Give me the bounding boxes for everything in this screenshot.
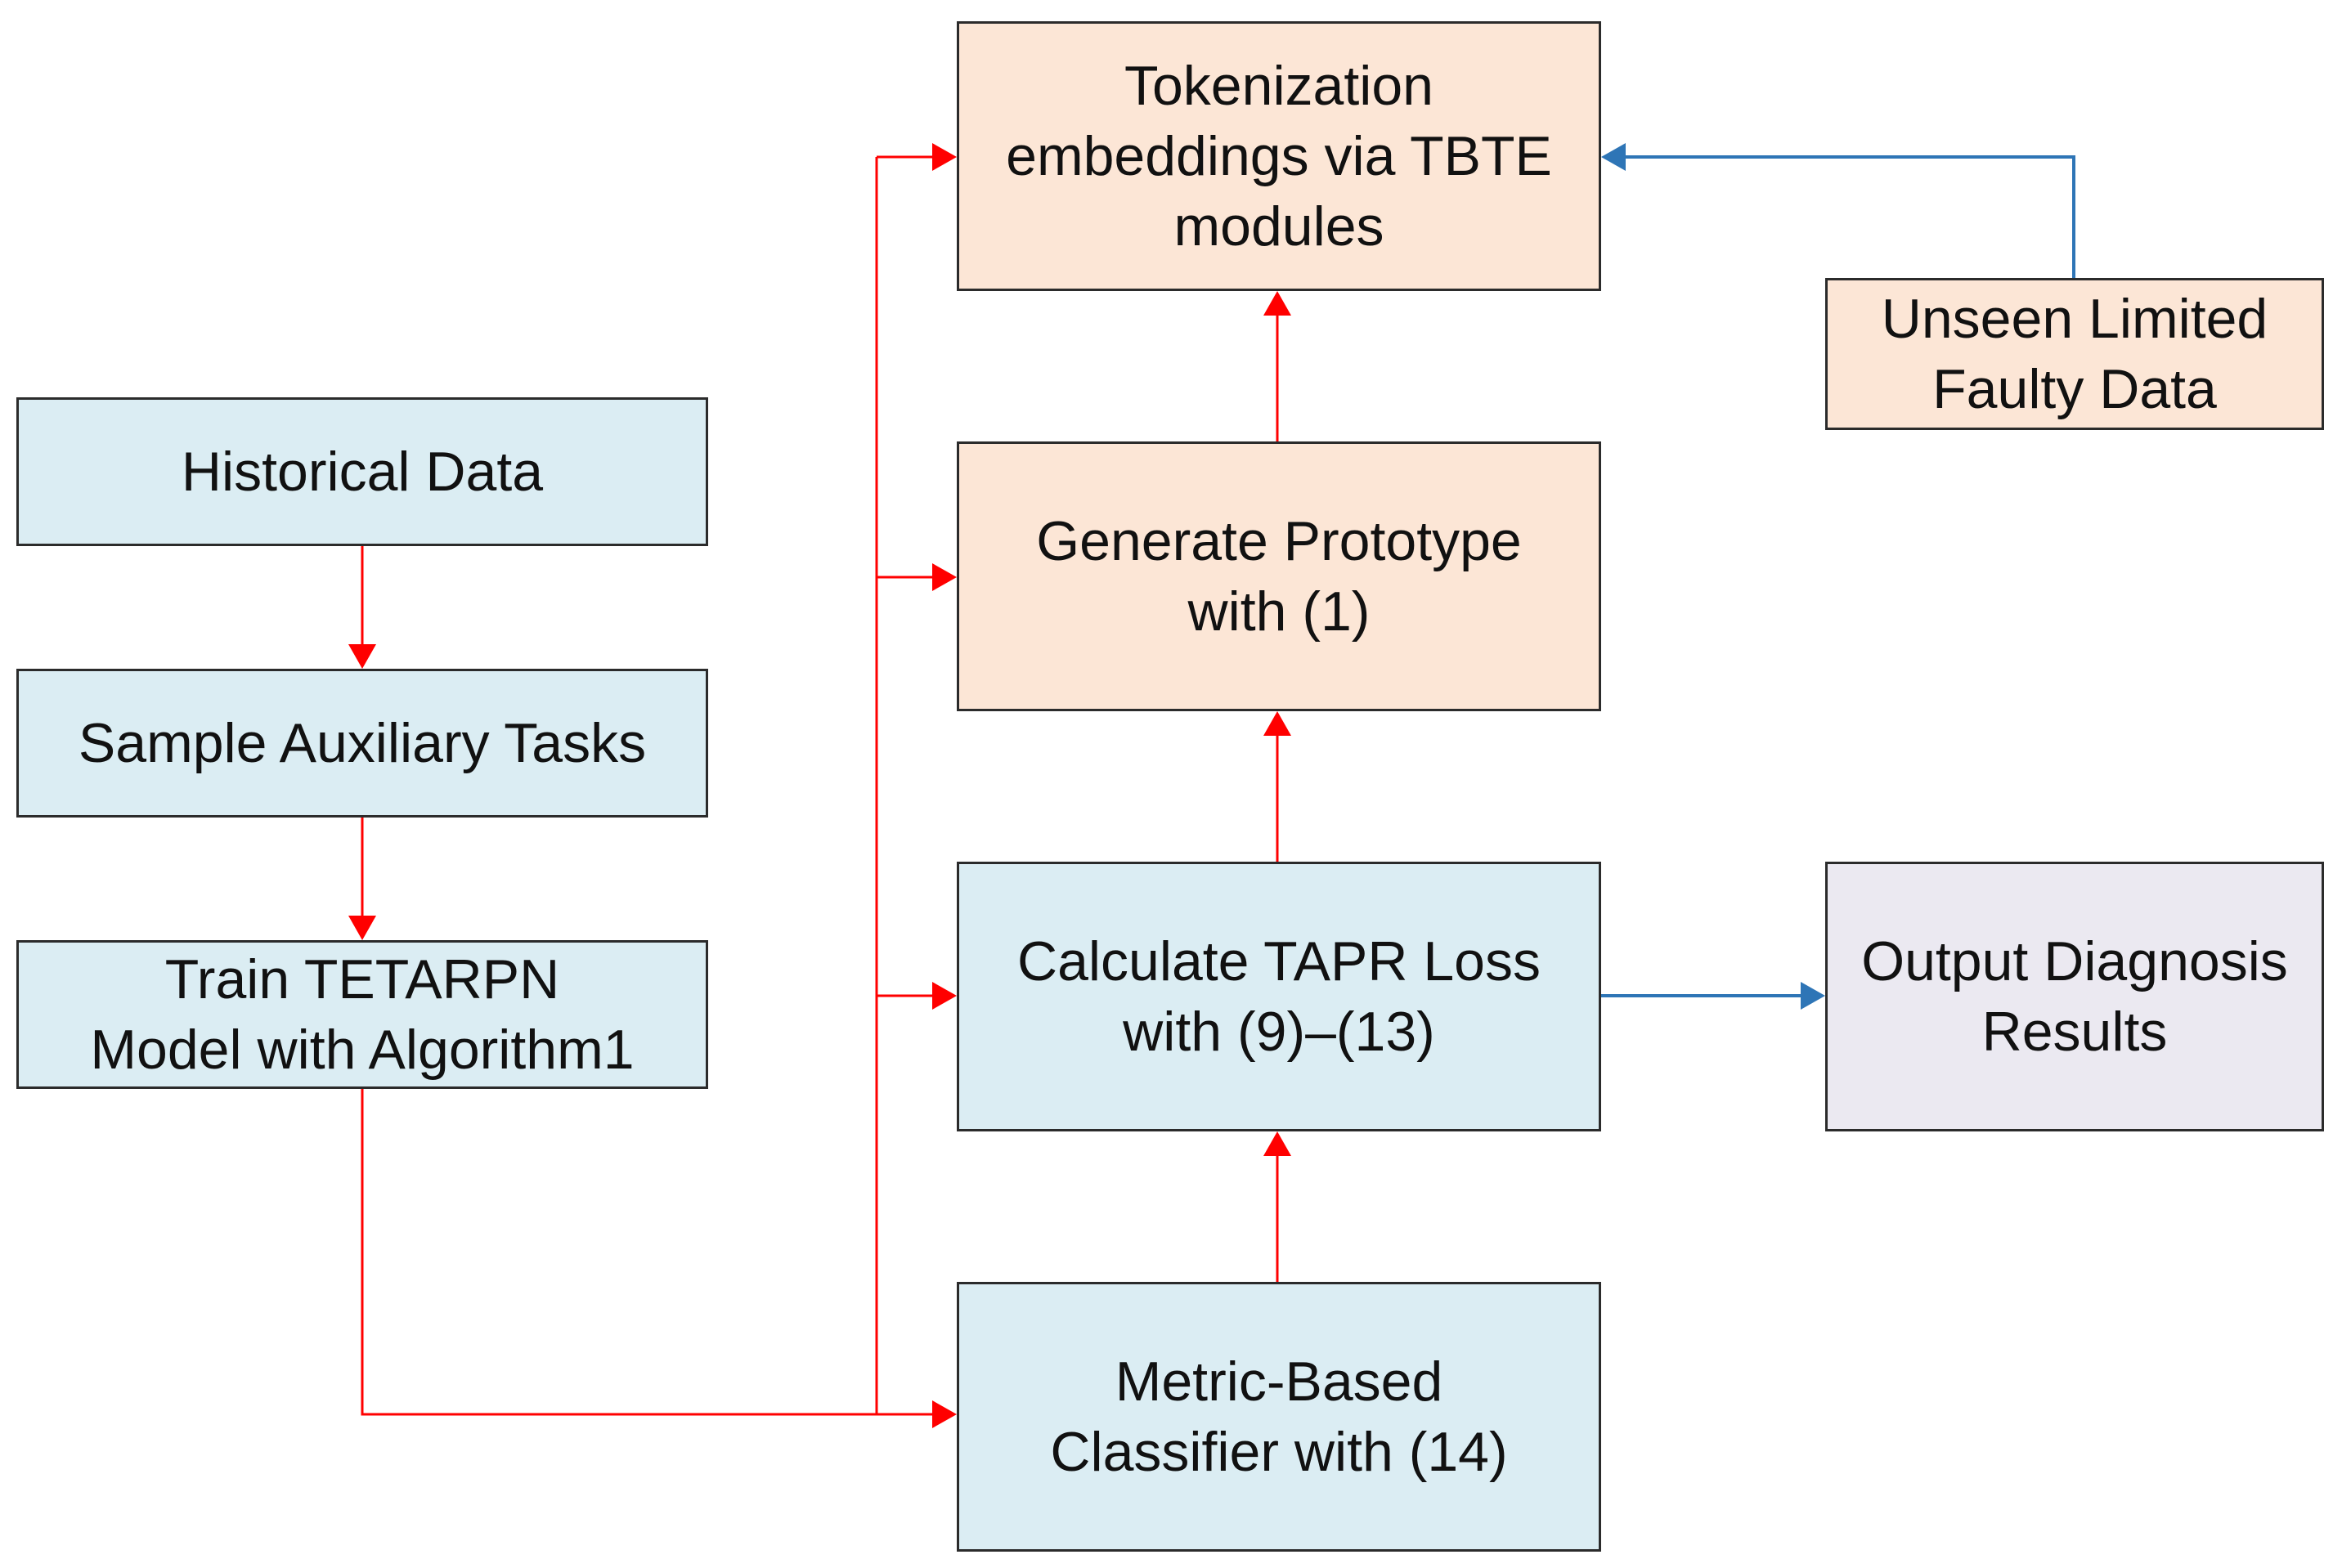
arrowhead-classifier-left <box>932 1400 957 1428</box>
calculate-tapr-loss-line1: Calculate TAPR Loss <box>1017 930 1541 992</box>
sample-auxiliary-tasks-label: Sample Auxiliary Tasks <box>78 712 647 774</box>
arrowhead-train <box>348 916 376 940</box>
tokenization-line2: embeddings via TBTE <box>1006 125 1552 187</box>
historical-data-label: Historical Data <box>181 441 544 503</box>
train-model-line2: Model with Algorithm1 <box>90 1019 635 1081</box>
arrowhead-tokenization-left <box>932 143 957 171</box>
unseen-data-line2: Faulty Data <box>1932 358 2217 420</box>
calculate-tapr-loss-box: Calculate TAPR Loss with (9)–(13) <box>957 862 1601 1131</box>
arrowhead-tokenization-right <box>1601 143 1626 171</box>
line-train-to-bus <box>361 1089 877 1416</box>
generate-prototype-line1: Generate Prototype <box>1036 510 1522 572</box>
tokenization-box: Tokenization embeddings via TBTE modules <box>957 21 1601 291</box>
metric-based-classifier-line2: Classifier with (14) <box>1050 1421 1508 1483</box>
metric-based-classifier-line1: Metric-Based <box>1115 1351 1443 1413</box>
arrowhead-prototype-bottom <box>1263 711 1291 736</box>
arrowhead-tapr-bottom <box>1263 1131 1291 1156</box>
arrowhead-tokenization-bottom <box>1263 291 1291 316</box>
train-model-box: Train TETARPN Model with Algorithm1 <box>16 940 708 1089</box>
output-diagnosis-results-box: Output Diagnosis Results <box>1825 862 2324 1131</box>
train-model-line1: Train TETARPN <box>164 948 560 1010</box>
arrowhead-sample <box>348 644 376 669</box>
sample-auxiliary-tasks-box: Sample Auxiliary Tasks <box>16 669 708 818</box>
metric-based-classifier-box: Metric-Based Classifier with (14) <box>957 1282 1601 1552</box>
arrowhead-output-left <box>1801 982 1825 1010</box>
calculate-tapr-loss-line2: with (9)–(13) <box>1123 1001 1435 1063</box>
tokenization-line1: Tokenization <box>1124 55 1434 117</box>
line-unseen-to-tokenization <box>1626 155 2075 278</box>
arrowhead-prototype-left <box>932 563 957 591</box>
generate-prototype-line2: with (1) <box>1187 580 1371 643</box>
tokenization-line3: modules <box>1173 195 1384 258</box>
unseen-limited-faulty-data-box: Unseen Limited Faulty Data <box>1825 278 2324 430</box>
output-diagnosis-line2: Results <box>1981 1001 2168 1063</box>
generate-prototype-box: Generate Prototype with (1) <box>957 441 1601 711</box>
unseen-data-line1: Unseen Limited <box>1881 288 2268 350</box>
output-diagnosis-line1: Output Diagnosis <box>1861 930 2288 992</box>
historical-data-box: Historical Data <box>16 397 708 546</box>
arrowhead-tapr-left <box>932 982 957 1010</box>
